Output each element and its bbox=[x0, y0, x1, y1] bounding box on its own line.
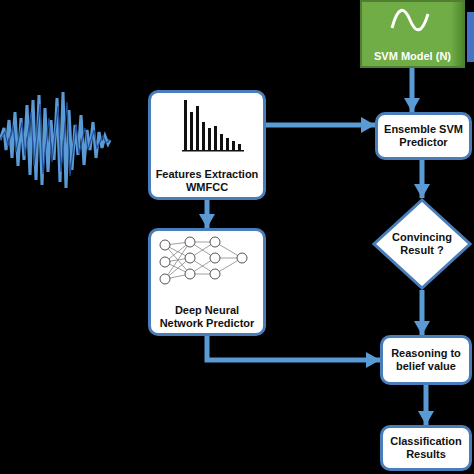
flow-arrow bbox=[205, 200, 210, 228]
flow-arrow bbox=[207, 336, 380, 360]
node-label: Classification Results bbox=[387, 435, 465, 461]
reasoning-box: Reasoning to belief value bbox=[380, 335, 472, 385]
diamond-shape bbox=[374, 200, 470, 288]
flow-arrow bbox=[266, 123, 375, 128]
ensemble-predictor-box: Ensemble SVM Predictor bbox=[375, 112, 472, 160]
node-label: SVM Model (N) bbox=[374, 50, 451, 63]
flow-arrow bbox=[420, 290, 425, 335]
node-label: Features Extraction WMFCC bbox=[155, 168, 259, 194]
cropped-box bbox=[467, 12, 474, 62]
flow-arrow bbox=[410, 68, 415, 112]
decision-diamond: Convincing Result ? bbox=[372, 198, 472, 290]
node-label: Reasoning to belief value bbox=[387, 347, 465, 373]
node-label: Ensemble SVM Predictor bbox=[382, 123, 465, 149]
audio-waveform bbox=[0, 92, 110, 188]
dnn-predictor-box: Deep Neural Network Predictor bbox=[148, 228, 266, 336]
svm-model-box: SVM Model (N) bbox=[360, 0, 465, 68]
result-box: Classification Results bbox=[380, 425, 472, 471]
feature-extraction-box: Features Extraction WMFCC bbox=[148, 90, 266, 200]
flow-arrow bbox=[420, 160, 425, 198]
flow-arrow bbox=[424, 385, 429, 425]
node-label: Deep Neural Network Predictor bbox=[155, 304, 259, 330]
node-label: Convincing Result ? bbox=[392, 231, 452, 257]
audio-waveform-core bbox=[0, 102, 110, 176]
